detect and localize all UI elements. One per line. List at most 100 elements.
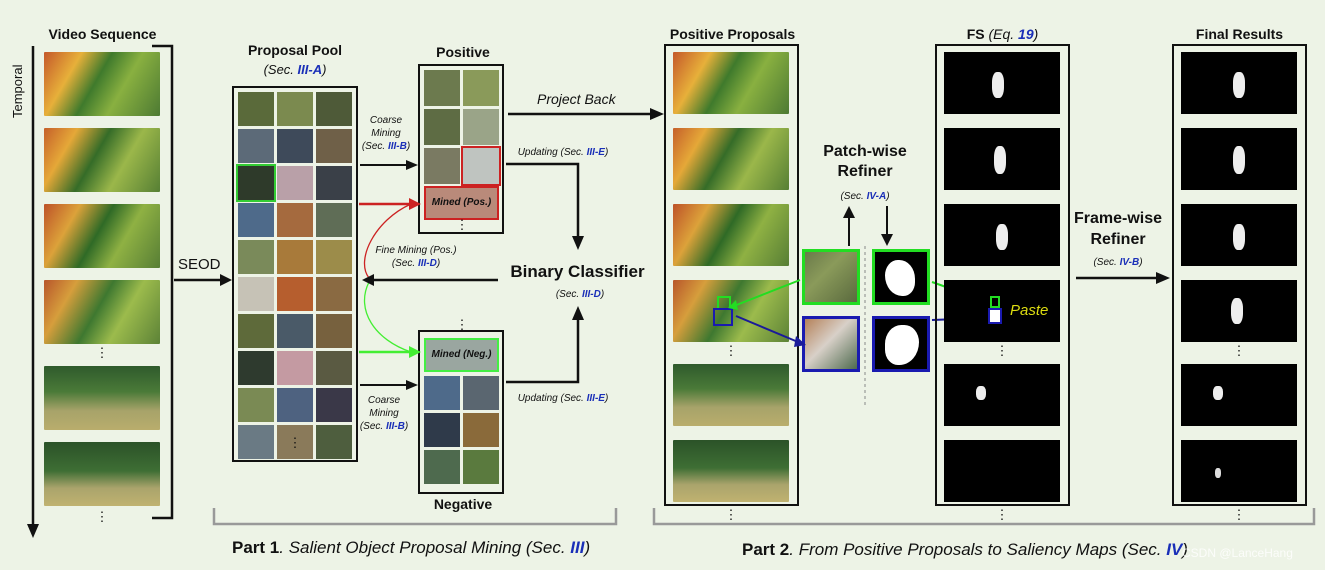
- mined-neg-box: [424, 338, 499, 372]
- paste-label: Paste: [1010, 302, 1049, 319]
- frame-refiner-ref: (Sec. IV-B): [1093, 257, 1143, 268]
- proposal-pool-ref: (Sec. III-A): [263, 62, 327, 77]
- final-results-title: Final Results: [1195, 26, 1284, 42]
- negative-title: Negative: [433, 496, 493, 512]
- proposal-patch: [316, 92, 352, 126]
- proposal-patch: [277, 166, 313, 200]
- final-map: [1181, 128, 1297, 190]
- proposal-patch: [277, 314, 313, 348]
- positive-box: [418, 64, 504, 234]
- proposal-patch: [316, 203, 352, 237]
- positive-patch: [424, 148, 460, 184]
- ellipsis: ⋮: [995, 507, 1009, 522]
- patch-refiner-ref: (Sec. IV-A): [840, 191, 890, 202]
- negative-patch: [424, 450, 460, 484]
- video-frame: [44, 366, 160, 430]
- saliency-blob: [1233, 72, 1245, 98]
- video-frames: ⋮ ⋮: [44, 52, 160, 524]
- video-frame: [44, 204, 160, 268]
- paste-box-green: [990, 296, 1000, 308]
- negative-patch: [463, 450, 499, 484]
- final-results-box: [1172, 44, 1307, 506]
- negative-patch: [463, 376, 499, 410]
- video-frame: [44, 128, 160, 192]
- proposal-pool-box: [232, 86, 358, 462]
- fs-map: [944, 440, 1060, 502]
- proposal-patch: [238, 277, 274, 311]
- proposal-patch: [238, 388, 274, 422]
- negative-box: [418, 330, 504, 494]
- proposal-patch: [316, 314, 352, 348]
- proposal-frame: [673, 128, 789, 190]
- saliency-blob: [994, 146, 1006, 174]
- positive-title: Positive: [436, 44, 490, 60]
- updating-bottom-arrow: [506, 306, 584, 384]
- proposal-pool-title: Proposal Pool: [247, 42, 343, 58]
- saliency-blob: [992, 72, 1004, 98]
- mask-blue: [872, 316, 930, 372]
- project-back-arrow: [508, 108, 664, 120]
- seod-label: SEOD: [178, 256, 221, 273]
- watermark: CSDN @LanceHang: [1182, 546, 1293, 560]
- proposal-patch: [277, 129, 313, 163]
- negative-patch: [424, 413, 460, 447]
- updating-top-label: Updating (Sec. III-E): [517, 147, 609, 158]
- negative-patches: [424, 376, 499, 484]
- negative-patch: [463, 413, 499, 447]
- patch-refiner-up-arrow: [843, 206, 855, 246]
- ellipsis: ⋮: [724, 507, 738, 522]
- proposal-patch: [238, 425, 274, 459]
- proposal-patch: [316, 240, 352, 274]
- proposal-patch: [277, 92, 313, 126]
- seod-arrow: [174, 274, 232, 286]
- positive-patch: [461, 146, 501, 186]
- proposal-patch: [238, 240, 274, 274]
- patch-box-blue: [713, 308, 733, 326]
- ellipsis: ⋮: [95, 345, 109, 360]
- part2-bracket: [652, 508, 1316, 526]
- ellipsis: ⋮: [995, 343, 1009, 358]
- proposal-patch: [238, 92, 274, 126]
- proposal-frame: [673, 52, 789, 114]
- proposal-frame: [673, 204, 789, 266]
- fs-title: FS (Eq. 19): [966, 26, 1039, 42]
- ellipsis: ⋮: [95, 509, 109, 524]
- frame-refiner-label: Frame-wise Refiner: [1073, 210, 1163, 248]
- saliency-blob: [996, 224, 1008, 250]
- proposal-patch: [238, 351, 274, 385]
- proposal-patch: [316, 425, 352, 459]
- binary-classifier-ref: (Sec. III-D): [555, 289, 605, 300]
- mined-neg-label: Mined (Neg.): [431, 349, 492, 360]
- fs-map: [944, 52, 1060, 114]
- ellipsis: ⋮: [1232, 343, 1246, 358]
- proposal-patch: [316, 388, 352, 422]
- patch-green-image: [802, 249, 860, 305]
- proposal-patch: [316, 277, 352, 311]
- patch-blue-image: [802, 316, 860, 372]
- positive-patch: [424, 109, 460, 145]
- proposal-patch: [277, 388, 313, 422]
- video-bracket: [152, 44, 174, 520]
- saliency-blob: [1231, 298, 1243, 324]
- ellipsis: ⋮: [1232, 507, 1246, 522]
- final-map: [1181, 204, 1297, 266]
- saliency-blob: [1215, 468, 1221, 478]
- coarse-mining-top-label: Coarse Mining (Sec. III-B): [361, 115, 411, 152]
- proposal-patch: [277, 277, 313, 311]
- video-frame: [44, 52, 160, 116]
- frame-refiner-arrow: [1076, 272, 1170, 284]
- project-back-label: Project Back: [537, 91, 616, 107]
- positive-patch: [424, 70, 460, 106]
- proposal-patch: [236, 164, 276, 202]
- part1-bracket: [212, 508, 618, 526]
- saliency-blob: [1213, 386, 1223, 400]
- negative-patch: [424, 376, 460, 410]
- proposal-patch: [316, 129, 352, 163]
- mined-pos-label: Mined (Pos.): [431, 197, 492, 208]
- coarse-mining-top-arrow: [360, 160, 418, 170]
- temporal-arrow: [27, 46, 39, 538]
- patch-refiner-down-arrow: [881, 206, 893, 246]
- proposal-frame: [673, 440, 789, 502]
- mined-pos-box: [424, 186, 499, 220]
- temporal-label: Temporal: [10, 64, 25, 118]
